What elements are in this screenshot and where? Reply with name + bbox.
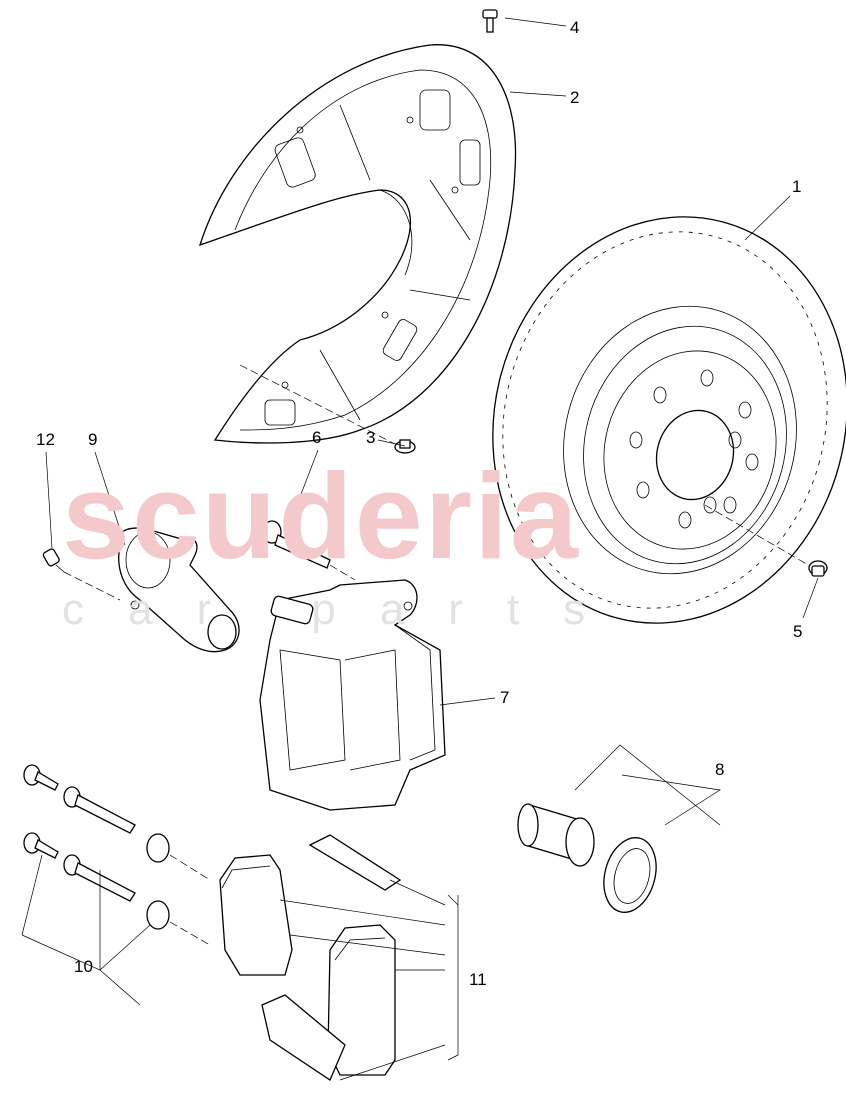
caliper-bolt-6[interactable] xyxy=(262,520,331,569)
callout-8[interactable]: 8 xyxy=(715,760,725,779)
callout-10[interactable]: 10 xyxy=(74,957,93,976)
callout-5[interactable]: 5 xyxy=(793,622,803,641)
callout-7[interactable]: 7 xyxy=(500,688,510,707)
watermark-sub: car parts xyxy=(62,585,630,634)
shield-bolt-3[interactable] xyxy=(394,439,416,454)
piston-seal-kit-8[interactable] xyxy=(517,803,664,918)
callout-11[interactable]: 11 xyxy=(469,970,487,989)
parking-brake-motor-9[interactable] xyxy=(118,527,240,653)
lug-holes xyxy=(629,369,759,529)
brake-disc-1[interactable] xyxy=(448,177,846,664)
callout-9[interactable]: 9 xyxy=(88,430,98,449)
watermark-brand: scuderia xyxy=(62,448,580,584)
motor-screw-12[interactable] xyxy=(42,548,65,573)
screw-4[interactable] xyxy=(482,9,498,33)
brake-caliper-7[interactable] xyxy=(259,579,446,811)
callout-2[interactable]: 2 xyxy=(570,88,580,107)
callout-4[interactable]: 4 xyxy=(570,18,580,37)
callout-3[interactable]: 3 xyxy=(366,428,376,447)
callout-1[interactable]: 1 xyxy=(792,177,802,196)
brake-pad-set-11[interactable] xyxy=(219,834,402,1081)
callout-12[interactable]: 12 xyxy=(36,430,55,449)
disc-screw-5[interactable] xyxy=(808,560,828,577)
leader-lines xyxy=(21,17,819,1081)
splash-shield-2[interactable] xyxy=(198,44,517,444)
guide-bolt-kit-10[interactable] xyxy=(23,764,170,930)
callout-6[interactable]: 6 xyxy=(312,428,322,447)
